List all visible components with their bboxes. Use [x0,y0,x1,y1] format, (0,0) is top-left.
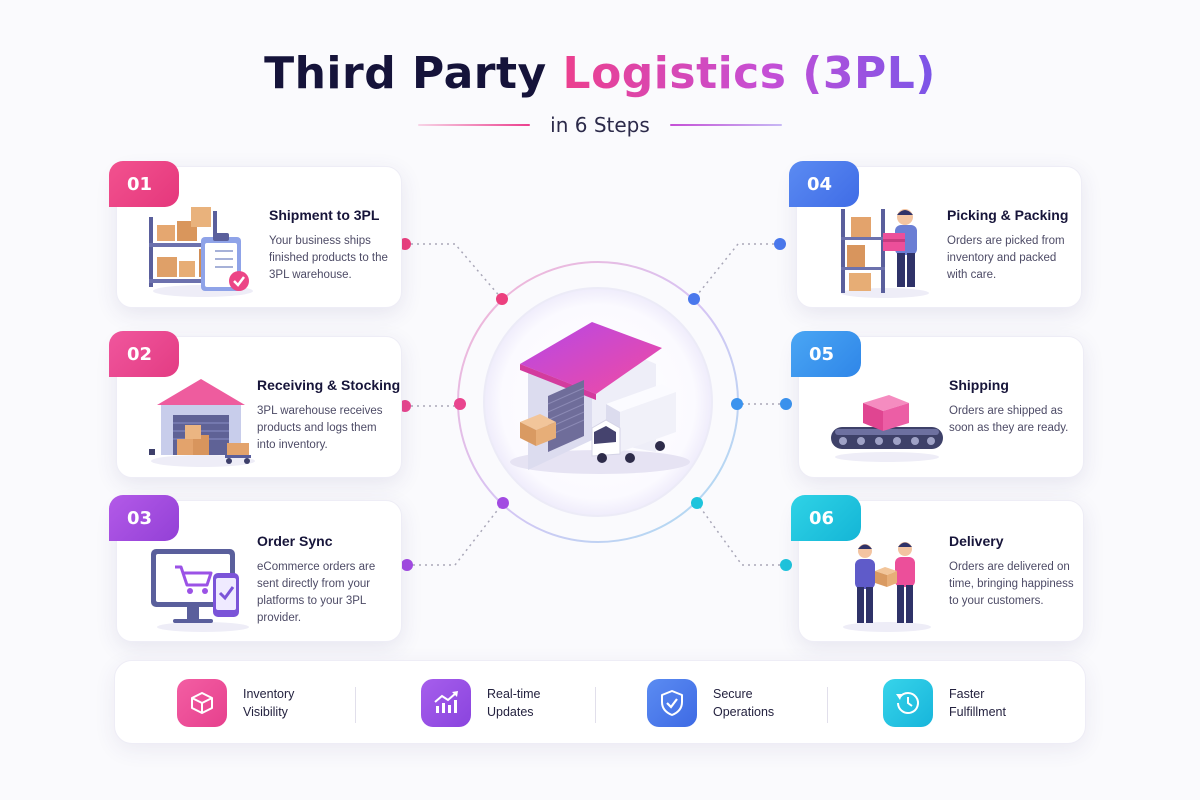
connector-01 [405,243,503,300]
feature-label: Real-time Updates [487,687,541,719]
subtitle-divider-left [418,124,531,126]
connector-dot [691,497,703,509]
connector-dot [497,497,509,509]
connector-dot [774,238,786,250]
step-text-03: Order Sync eCommerce orders are sent dir… [257,533,397,627]
step-text-02: Receiving & Stocking 3PL warehouse recei… [257,377,401,454]
step-desc-06: Orders are delivered on time, bringing h… [949,561,1074,607]
connector-dot [731,398,743,410]
step-card-06: 06 Delivery Orders are delivered on time… [791,495,1084,642]
connector-dot [496,293,508,305]
subtitle: in 6 Steps [550,113,650,137]
step-text-05: Shipping Orders are shipped as soon as t… [949,377,1077,437]
shelves-clipboard-icon [149,207,253,297]
box-icon [177,679,227,727]
feature-label: Faster Fulfillment [949,687,1006,719]
title-highlight: Logistics (3PL) [562,48,936,99]
step-desc-05: Orders are shipped as soon as they are r… [949,405,1069,434]
title-main: Third Party [264,48,547,99]
shield-check-icon [647,679,697,727]
step-badge-06: 06 [791,495,861,541]
step-text-04: Picking & Packing Orders are picked from… [947,207,1075,284]
step-card-03: 03 Order Sync eCommerce orders are sent … [109,495,402,642]
feature-secure-operations: Secure Operations [647,679,793,727]
feature-label: Secure Operations [713,687,775,719]
step-heading-03: Order Sync [257,533,333,549]
connector-dot [688,293,700,305]
monitor-cart-icon [151,549,249,632]
step-heading-01: Shipment to 3PL [269,207,380,223]
connector-dot [399,238,411,250]
step-badge-05: 05 [791,331,861,377]
picking-worker-icon [841,209,929,298]
feature-inventory-visibility: Inventory Visibility [177,679,323,727]
step-badge-01: 01 [109,161,179,207]
step-card-04: 04 Picking & Packing Orders are picked f… [789,161,1082,308]
feature-faster-fulfillment: Faster Fulfillment [883,679,1029,727]
warehouse-truck-icon [510,322,690,474]
step-badge-04: 04 [789,161,859,207]
step-text-06: Delivery Orders are delivered on time, b… [949,533,1077,610]
step-desc-03: eCommerce orders are sent directly from … [257,561,376,624]
connector-dot [401,559,413,571]
step-card-02: 02 Receiving & Stocking 3PL warehouse re… [109,331,402,478]
feature-real-time-updates: Real-time Updates [421,679,567,727]
subtitle-row: in 6 Steps [0,110,1200,140]
step-heading-02: Receiving & Stocking [257,377,401,393]
step-desc-02: 3PL warehouse receives products and logs… [257,405,383,451]
step-desc-01: Your business ships finished products to… [269,235,388,281]
page-title: Third Party Logistics (3PL) [0,48,1200,99]
step-badge-03: 03 [109,495,179,541]
warehouse-receiving-icon [149,379,255,467]
connector-04 [693,243,780,300]
features-bar: Inventory Visibility Real-time Updates [114,660,1086,744]
feature-divider [827,687,828,723]
conveyor-belt-icon [831,395,943,462]
clock-icon [883,679,933,727]
subtitle-divider-right [669,124,782,126]
step-card-05: 05 Shipping Orders are shipped as soon a… [791,331,1084,478]
connector-dot [780,559,792,571]
step-heading-04: Picking & Packing [947,207,1069,223]
connector-dot [454,398,466,410]
connector-06 [696,502,786,566]
step-heading-05: Shipping [949,377,1009,393]
feature-divider [355,687,356,723]
step-card-01: 01 Shipment to 3PL Y [109,161,402,308]
connector-dot [399,400,411,412]
feature-label: Inventory Visibility [243,687,295,719]
connector-03 [407,502,504,566]
connector-dot [780,398,792,410]
step-text-01: Shipment to 3PL Your business ships fini… [269,207,397,284]
step-badge-02: 02 [109,331,179,377]
step-heading-06: Delivery [949,533,1004,549]
feature-divider [595,687,596,723]
chart-up-icon [421,679,471,727]
step-desc-04: Orders are picked from inventory and pac… [947,235,1065,281]
handover-people-icon [843,542,931,632]
